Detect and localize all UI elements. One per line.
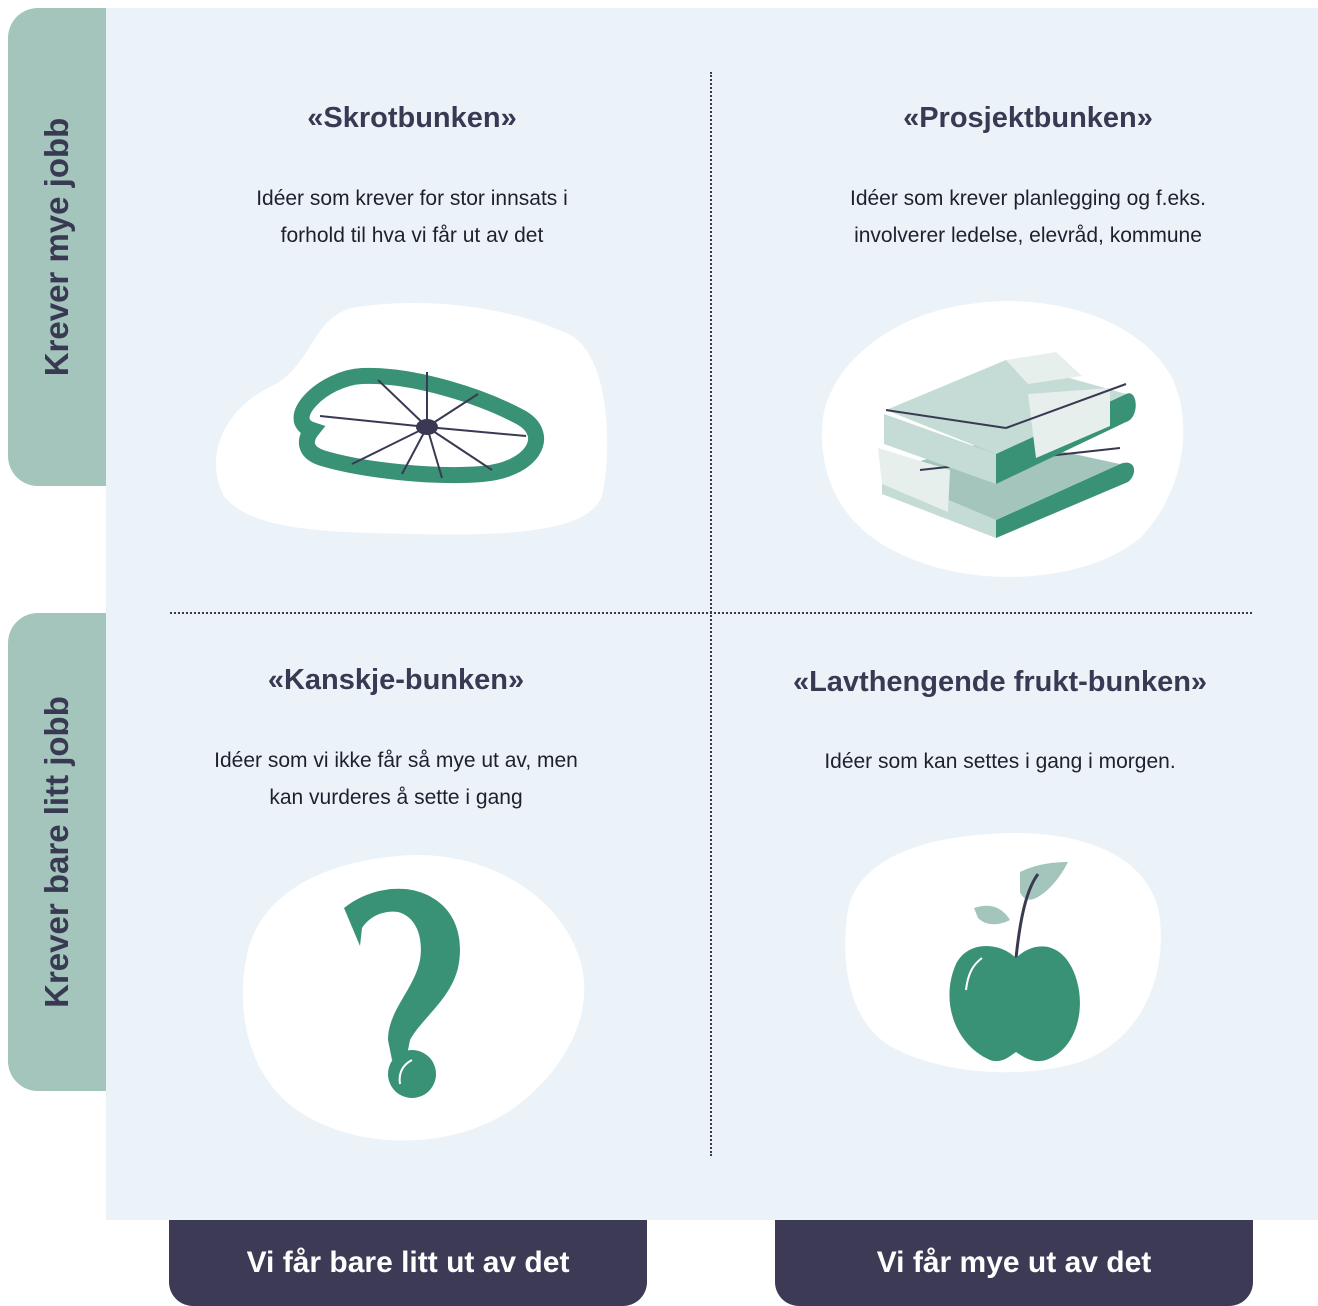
- quadrant-description-bottom-right: Idéer som kan settes i gang i morgen.: [770, 743, 1230, 780]
- row-label-tab-bottom: Krever bare litt jobb: [8, 613, 106, 1091]
- column-label-right: Vi får mye ut av det: [876, 1246, 1152, 1279]
- description-line: Idéer som vi ikke får så mye ut av, men: [214, 749, 578, 772]
- books-icon: [821, 301, 1184, 577]
- description-line: involverer ledelse, elevråd, kommune: [854, 224, 1202, 247]
- quadrant-description-top-right: Idéer som krever planlegging og f.eks. i…: [788, 180, 1268, 254]
- column-label-left: Vi får bare litt ut av det: [246, 1246, 570, 1279]
- column-label-tab-right: Vi får mye ut av det: [775, 1220, 1253, 1306]
- quadrant-title-bottom-left: «Kanskje-bunken»: [267, 664, 525, 696]
- quadrant-title-top-left: «Skrotbunken»: [307, 102, 517, 134]
- question-mark-icon: [242, 855, 585, 1141]
- horizontal-divider: [170, 612, 1252, 614]
- quadrant-description-top-left: Idéer som krever for stor innsats i forh…: [182, 180, 642, 254]
- bent-wheel-icon: [215, 303, 608, 535]
- vertical-divider: [710, 72, 712, 1156]
- quadrant-title-top-right: «Prosjektbunken»: [903, 102, 1153, 134]
- row-label-bottom: Krever bare litt jobb: [38, 696, 75, 1008]
- quadrant-title-bottom-right: «Lavthengende frukt-bunken»: [792, 666, 1208, 698]
- apple-icon: [845, 833, 1161, 1073]
- description-line: Idéer som kan settes i gang i morgen.: [824, 750, 1176, 773]
- column-label-tab-left: Vi får bare litt ut av det: [169, 1220, 647, 1306]
- row-label-top: Krever mye jobb: [38, 117, 75, 377]
- description-line: forhold til hva vi får ut av det: [280, 224, 544, 247]
- description-line: Idéer som krever for stor innsats i: [256, 187, 568, 210]
- description-line: Idéer som krever planlegging og f.eks.: [849, 187, 1207, 210]
- quadrant-description-bottom-left: Idéer som vi ikke får så mye ut av, men …: [166, 742, 626, 816]
- row-label-tab-top: Krever mye jobb: [8, 8, 106, 486]
- description-line: kan vurderes å sette i gang: [269, 786, 523, 809]
